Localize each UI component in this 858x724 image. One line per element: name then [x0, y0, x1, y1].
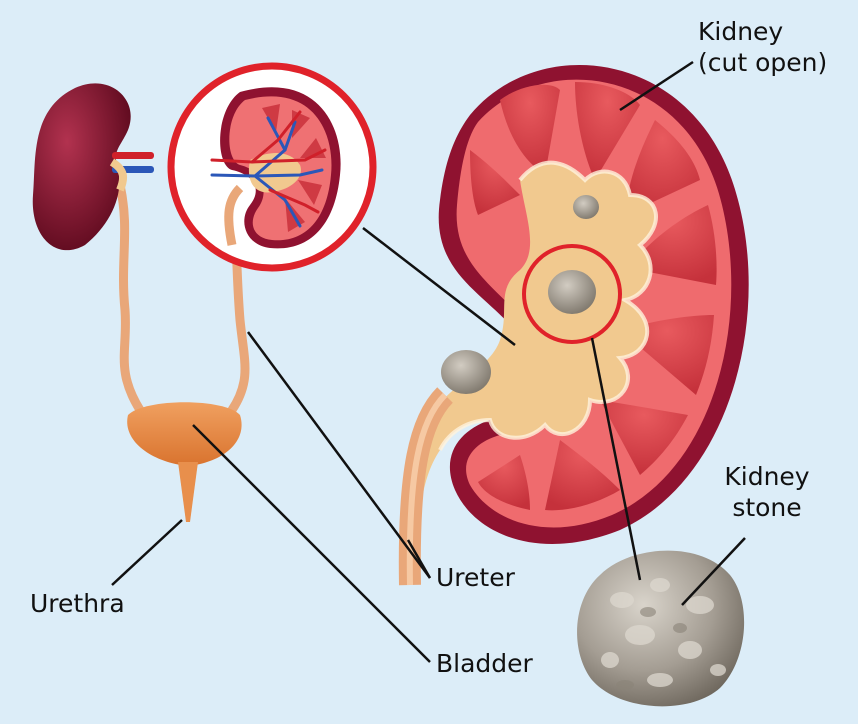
magnified-kidney [171, 66, 373, 268]
label-kidney-cut-open-line2: (cut open) [698, 47, 827, 78]
label-ureter: Ureter [436, 562, 515, 593]
label-kidney-stone-line2: stone [712, 492, 822, 523]
stone-small-2 [441, 350, 491, 394]
renal-artery [112, 152, 154, 159]
label-kidney-cut-open: Kidney (cut open) [698, 16, 827, 78]
label-kidney-stone-line1: Kidney [712, 461, 822, 492]
stone-small-1 [573, 195, 599, 219]
label-bladder: Bladder [436, 648, 533, 679]
kidney-stone-enlarged [577, 551, 744, 707]
leader-ureter-small [248, 332, 430, 578]
label-urethra: Urethra [30, 588, 125, 619]
stone-highlighted [548, 270, 596, 314]
label-kidney-stone: Kidney stone [712, 461, 822, 523]
large-kidney-cut-open [399, 65, 748, 585]
urethra [178, 462, 198, 522]
leader-urethra [112, 520, 182, 585]
leader-bladder [193, 425, 430, 662]
label-kidney-cut-open-line1: Kidney [698, 16, 827, 47]
left-ureter [120, 185, 140, 410]
